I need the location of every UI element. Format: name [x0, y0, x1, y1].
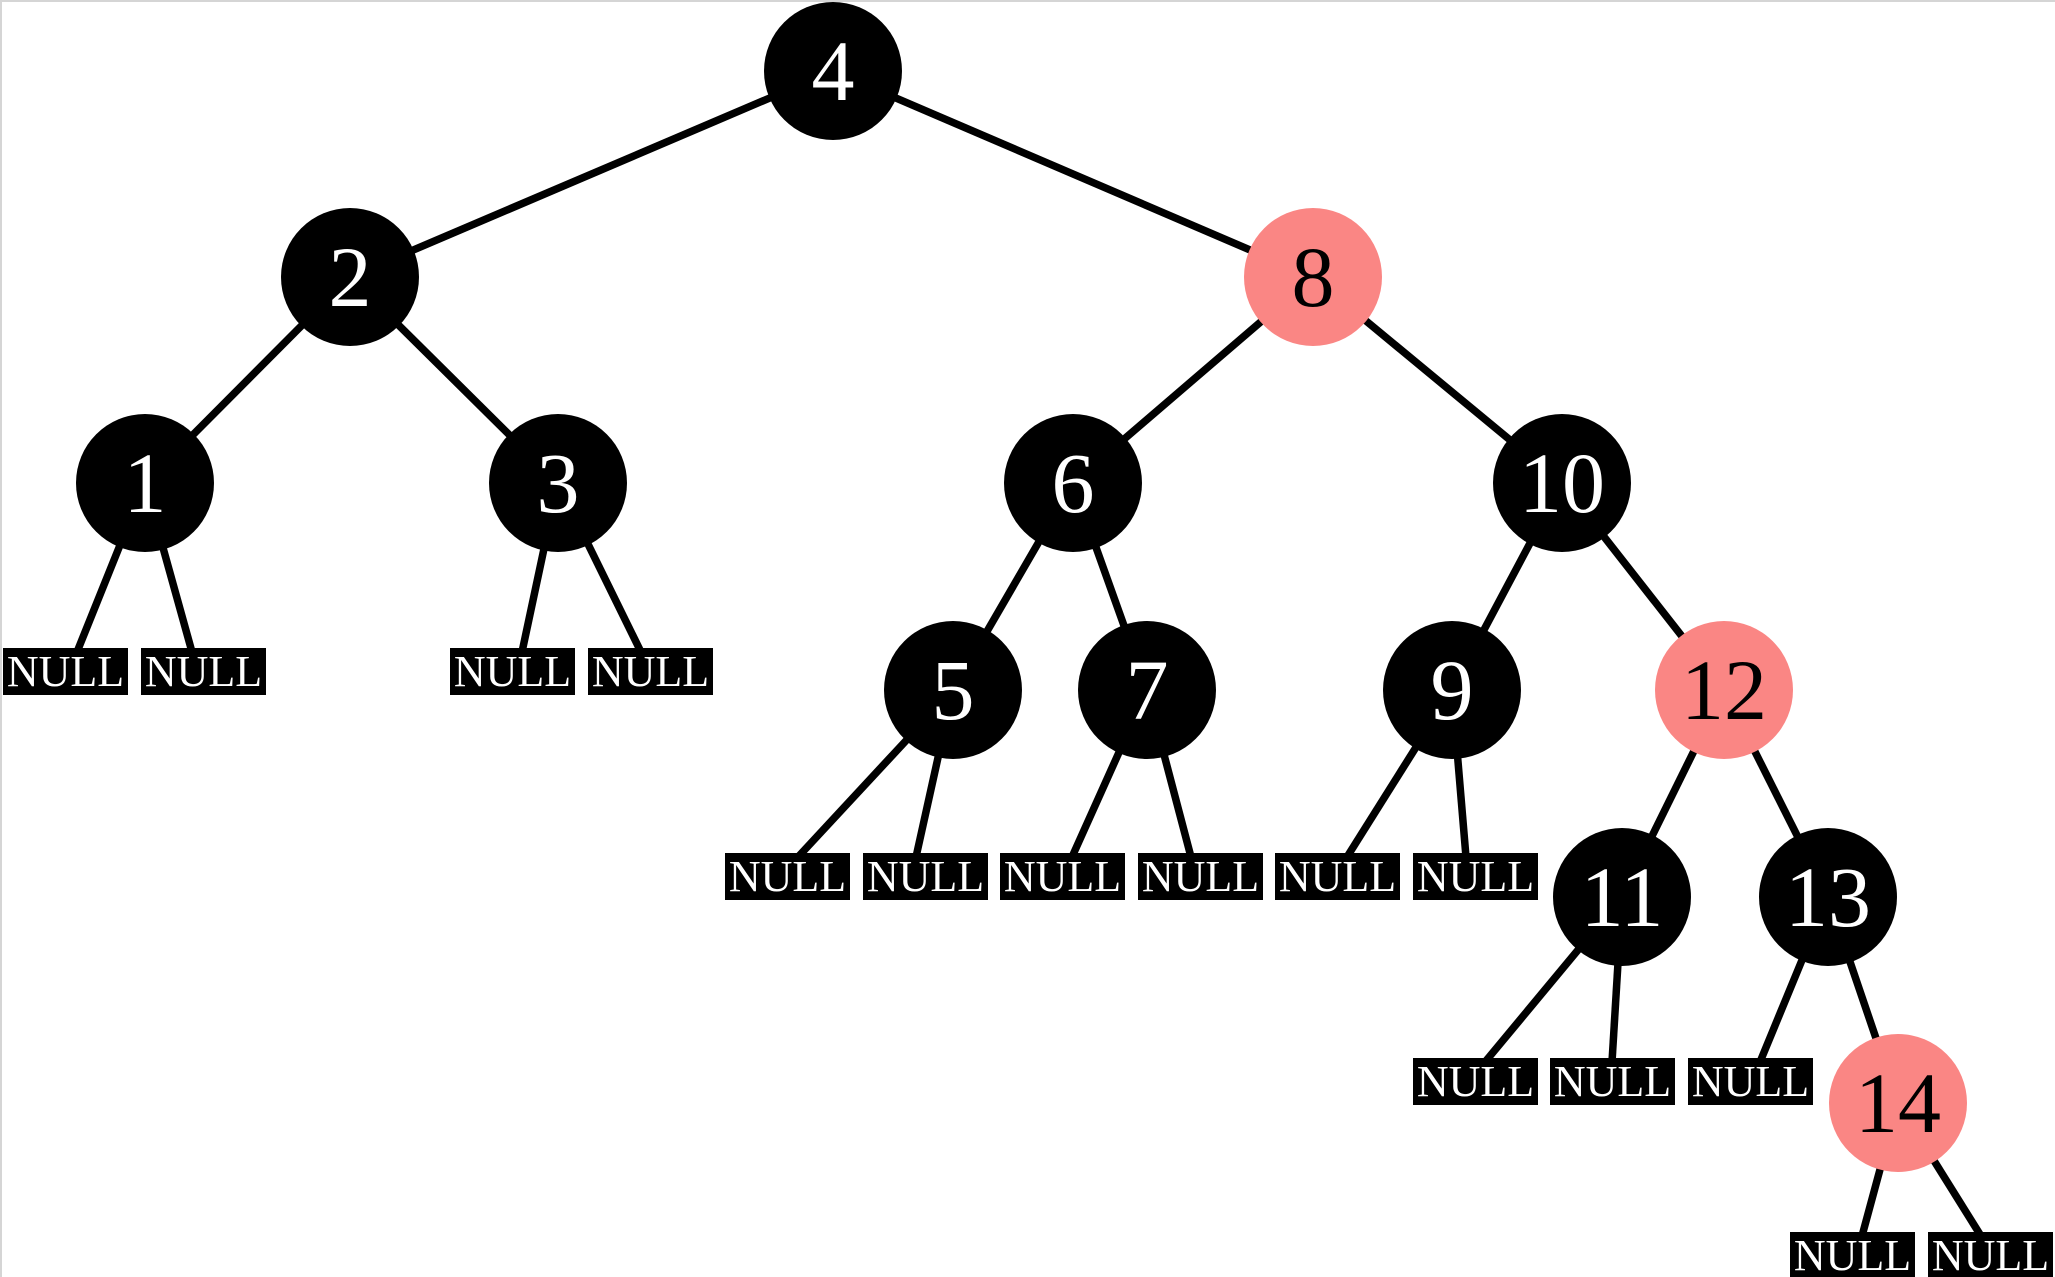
- node-label: 14: [1855, 1055, 1941, 1151]
- tree-node-8: 8: [1244, 208, 1382, 346]
- node-label: 4: [812, 23, 855, 119]
- null-leaf-5-left: NULL: [725, 852, 850, 901]
- null-box: [588, 648, 713, 695]
- null-box: [1550, 1058, 1675, 1105]
- node-label: 13: [1785, 849, 1871, 945]
- null-box: [3, 648, 128, 695]
- null-box: [1928, 1232, 2053, 1277]
- node-circle: [1383, 621, 1521, 759]
- node-circle: [489, 414, 627, 552]
- null-box: [863, 853, 988, 900]
- null-label: NULL: [1417, 852, 1534, 901]
- tree-nodes: 4 2 8 1 3 6 10 5: [76, 2, 1967, 1172]
- null-leaf-14-right: NULL: [1928, 1231, 2053, 1277]
- null-label: NULL: [729, 852, 846, 901]
- node-label: 9: [1431, 642, 1474, 738]
- node-label: 7: [1126, 642, 1169, 738]
- null-label: NULL: [1004, 852, 1121, 901]
- tree-node-4: 4: [764, 2, 902, 140]
- null-leaf-3-right: NULL: [588, 647, 713, 696]
- null-label: NULL: [1142, 852, 1259, 901]
- tree-node-1: 1: [76, 414, 214, 552]
- null-label: NULL: [1692, 1057, 1809, 1106]
- edge-4-8: [831, 67, 1315, 281]
- node-circle: [281, 208, 419, 346]
- tree-node-14: 14: [1829, 1034, 1967, 1172]
- null-box: [1413, 1058, 1538, 1105]
- node-label: 3: [537, 435, 580, 531]
- null-box: [1000, 853, 1125, 900]
- null-leaf-5-right: NULL: [863, 852, 988, 901]
- null-box: [1138, 853, 1263, 900]
- null-label: NULL: [1932, 1231, 2049, 1277]
- tree-node-12: 12: [1655, 621, 1793, 759]
- null-leaf-14-left: NULL: [1790, 1231, 1915, 1277]
- node-circle: [1829, 1034, 1967, 1172]
- tree-node-7: 7: [1078, 621, 1216, 759]
- null-leaf-1-left: NULL: [3, 647, 128, 696]
- node-label: 12: [1681, 642, 1767, 738]
- null-leaf-3-left: NULL: [450, 647, 575, 696]
- null-leaf-7-left: NULL: [1000, 852, 1125, 901]
- null-label: NULL: [1794, 1231, 1911, 1277]
- tree-node-10: 10: [1493, 414, 1631, 552]
- null-leaf-1-right: NULL: [141, 647, 266, 696]
- null-label: NULL: [7, 647, 124, 696]
- node-label: 5: [932, 642, 975, 738]
- node-circle: [1244, 208, 1382, 346]
- node-circle: [1078, 621, 1216, 759]
- node-circle: [764, 2, 902, 140]
- null-label: NULL: [454, 647, 571, 696]
- node-circle: [1655, 621, 1793, 759]
- null-box: [1688, 1058, 1813, 1105]
- tree-node-5: 5: [884, 621, 1022, 759]
- tree-node-11: 11: [1553, 828, 1691, 966]
- null-box: [450, 648, 575, 695]
- tree-node-2: 2: [281, 208, 419, 346]
- null-leaf-13-left: NULL: [1688, 1057, 1813, 1106]
- node-circle: [1004, 414, 1142, 552]
- tree-node-6: 6: [1004, 414, 1142, 552]
- node-label: 2: [329, 229, 372, 325]
- null-leaf-11-left: NULL: [1413, 1057, 1538, 1106]
- node-label: 8: [1292, 229, 1335, 325]
- node-circle: [1493, 414, 1631, 552]
- node-circle: [76, 414, 214, 552]
- null-box: [1275, 853, 1400, 900]
- null-label: NULL: [145, 647, 262, 696]
- node-circle: [884, 621, 1022, 759]
- tree-node-9: 9: [1383, 621, 1521, 759]
- node-label: 10: [1519, 435, 1605, 531]
- null-leaf-7-right: NULL: [1138, 852, 1263, 901]
- null-leaf-9-left: NULL: [1275, 852, 1400, 901]
- node-label: 6: [1052, 435, 1095, 531]
- null-label: NULL: [1279, 852, 1396, 901]
- null-box: [141, 648, 266, 695]
- edge-4-2: [348, 67, 835, 281]
- node-circle: [1759, 828, 1897, 966]
- tree-node-13: 13: [1759, 828, 1897, 966]
- node-circle: [1553, 828, 1691, 966]
- null-label: NULL: [1417, 1057, 1534, 1106]
- null-box: [1413, 853, 1538, 900]
- tree-node-3: 3: [489, 414, 627, 552]
- null-label: NULL: [592, 647, 709, 696]
- node-label: 1: [124, 435, 167, 531]
- null-label: NULL: [1554, 1057, 1671, 1106]
- null-label: NULL: [867, 852, 984, 901]
- node-label: 11: [1581, 849, 1664, 945]
- null-box: [725, 853, 850, 900]
- null-leaves: NULL NULL NULL NULL NULL NULL NULL NULL: [3, 647, 2053, 1277]
- null-leaf-9-right: NULL: [1413, 852, 1538, 901]
- null-leaf-11-right: NULL: [1550, 1057, 1675, 1106]
- null-box: [1790, 1232, 1915, 1277]
